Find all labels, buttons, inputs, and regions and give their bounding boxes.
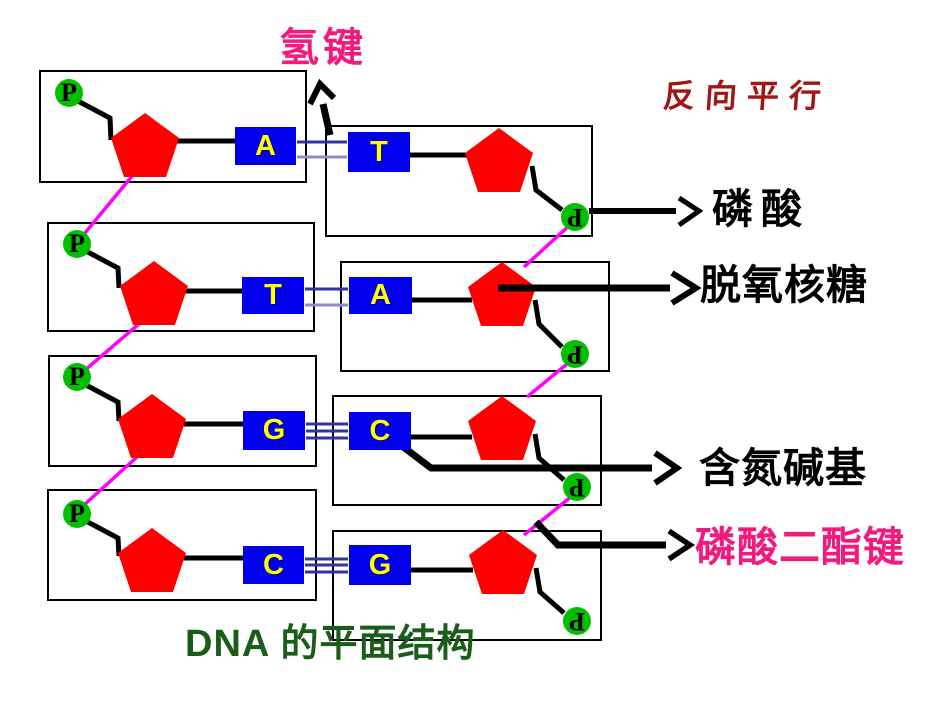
- base-box-right-2: A: [349, 277, 412, 314]
- phosphate-circle: P: [63, 363, 91, 391]
- phosphate-circle-inverted: P: [561, 340, 589, 369]
- nitrogenous-base-label: 含氮碱基: [699, 445, 867, 491]
- pentagon-left-3: [118, 394, 186, 458]
- phosphate-letter: P: [567, 203, 583, 232]
- base-letter: T: [264, 279, 282, 311]
- pentagon-right-4: [469, 530, 537, 594]
- hydrogen-bond-arrow: [307, 78, 337, 136]
- phosphate-letter: P: [569, 473, 585, 502]
- deoxyribose-pentagons: [111, 113, 537, 594]
- phosphate-circle: P: [63, 500, 91, 528]
- base-box-right-4: G: [349, 545, 411, 585]
- nucleotide-box-left-2: [47, 222, 315, 332]
- deoxyribose-label: 脱氧核糖: [700, 262, 868, 308]
- phosphodiester-bond-lines: [78, 173, 579, 537]
- hydrogen-bond-lines: [297, 140, 348, 574]
- nucleotide-box-left-3: [48, 355, 317, 467]
- nucleotide-box-right-4: [332, 530, 602, 641]
- nucleotide-box-right-3: [332, 395, 602, 506]
- phosphodiester-bond-label: 磷酸二酯键: [695, 524, 905, 570]
- sugar-phosphate-connectors: [74, 97, 566, 615]
- pointer-arrows: [307, 78, 704, 562]
- base-letter: G: [262, 414, 286, 446]
- phosphate-circle-inverted: P: [563, 607, 591, 636]
- base-letter: A: [255, 129, 276, 162]
- phosphate-letter: P: [69, 362, 85, 391]
- pentagon-right-2: [468, 262, 536, 326]
- nucleotide-box-right-2: [340, 261, 610, 372]
- base-box-right-3: C: [349, 412, 411, 450]
- slide-title: DNA 的平面结构: [185, 623, 476, 665]
- base-letter: C: [263, 548, 284, 581]
- antiparallel-label: 反向平行: [661, 78, 833, 114]
- phosphate-label: 磷酸: [712, 186, 810, 232]
- base-letter: G: [368, 548, 392, 581]
- pentagon-left-1: [111, 113, 179, 177]
- phosphate-circle: P: [55, 79, 83, 107]
- phosphate-circle-inverted: P: [563, 473, 591, 502]
- deoxyribose-arrow: [498, 270, 702, 306]
- phosphate-letter: P: [567, 340, 583, 369]
- nucleotide-box-left-4: [47, 489, 317, 601]
- phosphodiester-bond-arrow: [533, 519, 695, 562]
- pentagon-left-2: [120, 261, 188, 325]
- pentagon-left-4: [118, 528, 186, 592]
- base-letter: C: [369, 414, 391, 447]
- phosphate-letter: P: [569, 607, 585, 636]
- phosphate-circle: P: [63, 230, 91, 258]
- base-box-left-1: A: [235, 127, 296, 165]
- base-box-left-4: C: [243, 546, 304, 584]
- nucleotide-box-left-1: [39, 70, 307, 183]
- nitrogenous-base-arrow: [399, 443, 683, 486]
- base-box-left-3: G: [243, 411, 305, 450]
- phosphate-letter: P: [61, 78, 77, 107]
- base-letter: A: [370, 279, 391, 311]
- hydrogen-bond-label: 氢键: [279, 26, 367, 70]
- phosphate-arrow: [589, 195, 704, 228]
- base-box-left-2: T: [242, 277, 304, 314]
- nucleotide-box-right-1: [325, 125, 593, 237]
- base-box-right-1: T: [348, 132, 410, 172]
- pentagon-right-1: [465, 128, 533, 192]
- phosphate-letter: P: [69, 499, 85, 528]
- pentagon-right-3: [468, 396, 536, 460]
- phosphate-letter: P: [69, 229, 85, 258]
- base-letter: T: [370, 135, 388, 168]
- phosphate-circle-inverted: P: [561, 203, 589, 232]
